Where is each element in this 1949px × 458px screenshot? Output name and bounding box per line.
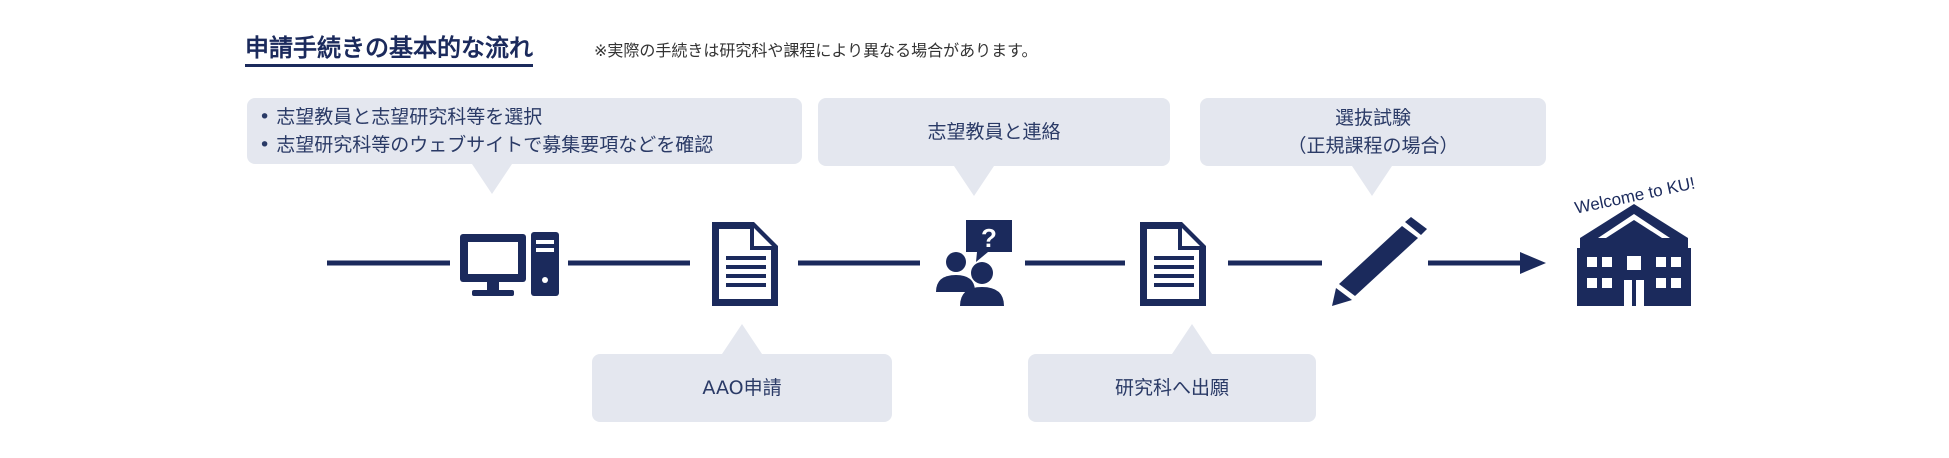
step5-label-line1: 選抜試験 <box>1334 107 1411 129</box>
step2-label: AAO申請 <box>702 377 782 399</box>
computer-icon <box>460 232 559 296</box>
step5-bubble: 選抜試験 （正規課程の場合） <box>1200 98 1546 196</box>
step2-bubble: AAO申請 <box>592 324 892 422</box>
consultation-icon: ? <box>936 220 1012 306</box>
arrowhead-icon <box>1520 252 1546 274</box>
pencil-icon <box>1332 217 1427 306</box>
step5-label-line2: （正規課程の場合） <box>1287 135 1459 157</box>
step1-item-1: • 志望教員と志望研究科等を選択 <box>259 106 543 128</box>
step4-label: 研究科へ出願 <box>1114 377 1229 399</box>
page-title: 申請手続きの基本的な流れ <box>245 33 533 67</box>
university-building-icon <box>1577 204 1691 306</box>
svg-text:?: ? <box>981 223 997 253</box>
step3-label: 志望教員と連絡 <box>927 121 1061 143</box>
step1-item-2: • 志望研究科等のウェブサイトで募集要項などを確認 <box>259 134 714 156</box>
application-document-icon <box>1140 222 1206 306</box>
document-icon <box>712 222 778 306</box>
step4-bubble: 研究科へ出願 <box>1028 324 1316 422</box>
disclaimer-note: ※実際の手続きは研究科や課程により異なる場合があります。 <box>594 41 1038 60</box>
step3-bubble: 志望教員と連絡 <box>818 98 1170 196</box>
step1-bubble: • 志望教員と志望研究科等を選択 • 志望研究科等のウェブサイトで募集要項などを… <box>247 98 802 194</box>
